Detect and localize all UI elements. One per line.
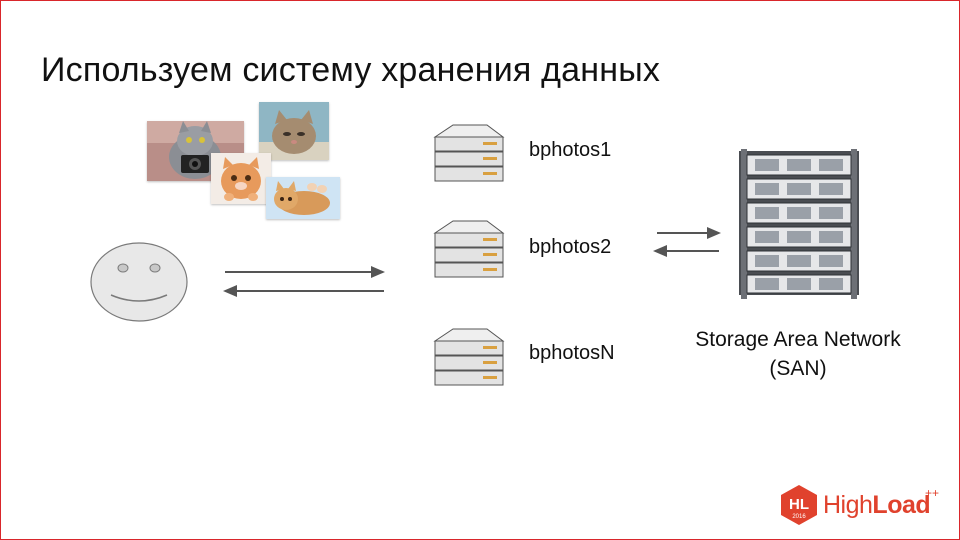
server-2-icon <box>433 220 505 278</box>
server-1-label: bphotos1 <box>529 139 612 161</box>
server-2-label: bphotos2 <box>529 236 612 258</box>
highload-logo-icon: HL 2016 <box>781 485 817 525</box>
kitten-orange-photo <box>211 153 271 204</box>
logo-wordmark: HighLoad <box>823 491 931 520</box>
san-rack-icon <box>739 149 859 299</box>
logo-brand-light: High <box>823 491 873 519</box>
user-smiley-icon <box>90 242 188 322</box>
logo-brand-bold: Load <box>872 491 931 519</box>
san-label: Storage Area Network (SAN) <box>673 325 923 383</box>
logo-badge-year: 2016 <box>792 514 806 520</box>
logo-badge-text: HL <box>789 496 809 513</box>
server-n-label: bphotosN <box>529 342 615 364</box>
san-label-line2: (SAN) <box>769 357 827 380</box>
kitten-grey-photo <box>259 102 329 160</box>
kitten-lying-photo <box>266 177 340 219</box>
cat-with-camera-photo <box>147 121 244 181</box>
user-server-arrows <box>223 266 385 297</box>
server-1-icon <box>433 124 505 182</box>
logo-brand-plus: ++ <box>925 486 940 500</box>
server-san-arrows <box>653 227 721 257</box>
server-n-icon <box>433 328 505 386</box>
san-label-line1: Storage Area Network <box>695 328 901 351</box>
slide-title: Используем систему хранения данных <box>41 51 661 89</box>
